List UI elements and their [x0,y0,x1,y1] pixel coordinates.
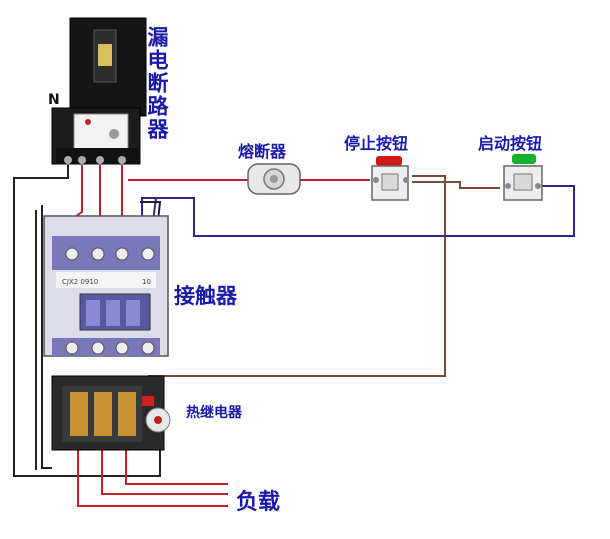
fuse-label: 熔断器 [238,142,287,161]
load-wire-3 [125,448,228,485]
thermal-relay-label: 热继电器 [186,405,242,421]
breaker-label: 漏电断路器 [145,26,169,141]
contactor-model-text: CJX2 0910 [62,278,98,286]
start-coil-wire [141,185,575,237]
start-button [503,154,543,201]
stop-to-start-wire [412,181,500,189]
stop-button-label: 停止按钮 [344,134,409,153]
stop-button [371,156,409,201]
load-label: 负载 [236,490,281,515]
load-wire-1 [77,448,228,507]
stop-hold-wire [148,175,446,377]
contactor-label: 接触器 [174,284,237,308]
contactor: CJX2 0910 10 [43,215,169,357]
load-wire-2 [101,448,228,495]
test-button-icon [85,119,91,125]
neutral-wire [13,165,161,477]
contactor-aux-text: 10 [142,278,151,286]
neutral-wire-inner [41,205,52,469]
thermal-relay [51,375,171,451]
neutral-label: N [48,92,60,108]
leakage-breaker [51,17,147,165]
fuse [247,163,301,195]
start-button-label: 启动按钮 [478,134,543,153]
